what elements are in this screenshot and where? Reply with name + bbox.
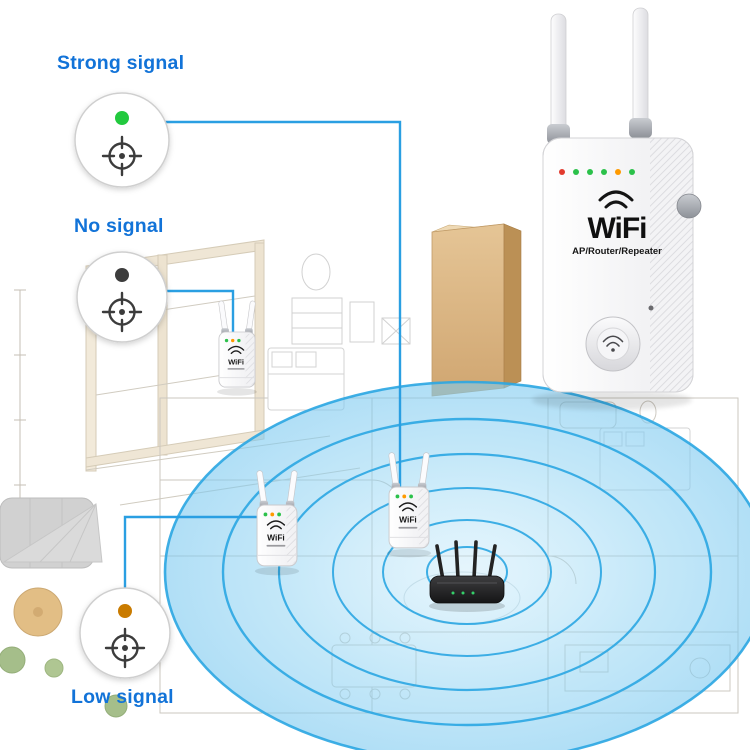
target-icon <box>101 291 143 333</box>
callout-lines <box>123 120 402 588</box>
parasol <box>2 503 103 563</box>
strong-signal-dot <box>115 111 129 125</box>
plant <box>44 658 64 678</box>
mini-repeater: WiFi <box>217 300 257 396</box>
mini-repeater: WiFi <box>386 452 432 558</box>
callout-no-signal <box>76 251 168 343</box>
target-icon <box>101 135 143 177</box>
led-indicators <box>559 169 635 175</box>
plant <box>104 694 128 718</box>
antenna <box>629 7 652 138</box>
no-signal-label: No signal <box>74 215 164 237</box>
wifi-logo-arcs <box>266 520 286 530</box>
callout-line-no <box>166 289 235 336</box>
antenna-hinge <box>629 118 652 138</box>
antenna-hinge <box>676 193 702 219</box>
wps-button <box>585 316 641 372</box>
vent-texture <box>650 138 693 392</box>
vent-texture <box>286 507 296 564</box>
mini-device-logo: WiFi <box>399 515 417 525</box>
callout-line-low <box>123 515 257 588</box>
bed <box>267 347 345 411</box>
low-signal-label: Low signal <box>71 686 174 708</box>
vent-texture <box>418 489 428 546</box>
furniture-sketch <box>291 253 411 345</box>
low-signal-dot <box>118 604 132 618</box>
no-signal-dot <box>115 268 129 282</box>
plant <box>0 646 26 674</box>
target-icon <box>104 627 146 669</box>
device-subtitle: AP/Router/Repeater <box>572 246 662 257</box>
wifi-logo-arcs <box>398 502 418 512</box>
router-icon <box>429 540 505 612</box>
strong-signal-label: Strong signal <box>57 52 185 74</box>
callout-line-strong <box>165 120 402 497</box>
mini-device-logo: WiFi <box>228 357 244 366</box>
wifi-repeater-device: WiFi AP/Router/Repeater <box>532 7 702 410</box>
wifi-logo-arcs <box>598 190 634 209</box>
device-logo: WiFi <box>587 212 646 245</box>
vent-texture <box>245 333 255 386</box>
callout-low-signal <box>79 587 171 679</box>
shelf-structure <box>85 239 361 506</box>
wifi-logo-arcs <box>227 345 245 355</box>
antenna <box>547 13 570 144</box>
reset-pinhole <box>648 305 654 311</box>
mini-repeater: WiFi <box>254 470 300 576</box>
wall-segment <box>431 223 522 397</box>
callout-strong-signal <box>74 92 170 188</box>
mini-device-logo: WiFi <box>267 533 285 543</box>
